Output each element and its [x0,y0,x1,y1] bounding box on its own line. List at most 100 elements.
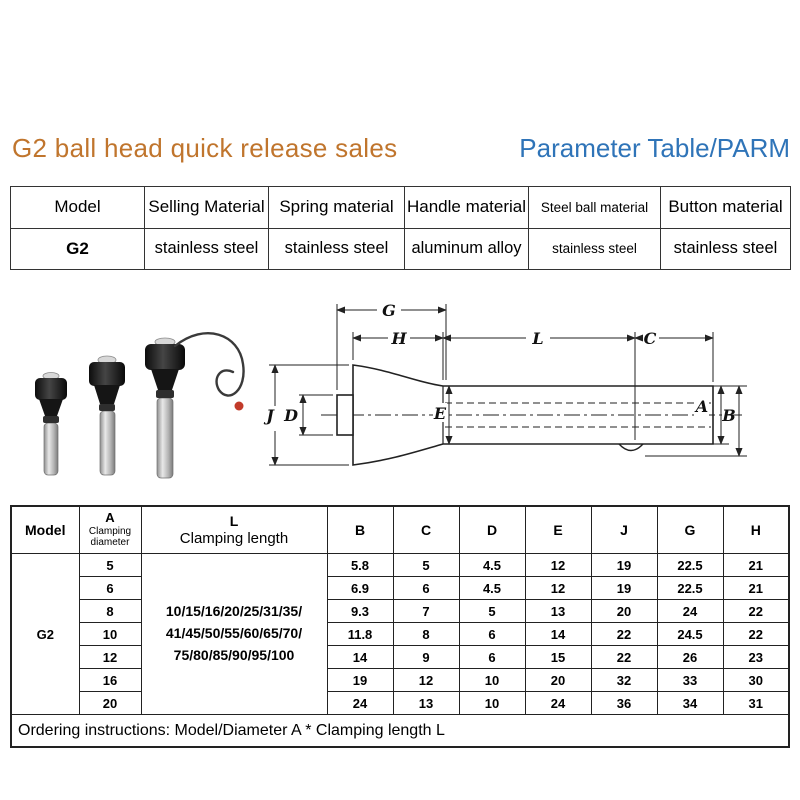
table-header-row: Model A Clamping diameter L Clamping len… [10,505,790,554]
table-row: 8 9.3 7 5 13 20 24 22 [11,599,790,623]
table-cell: stainless steel [144,227,269,270]
ordering-instructions-row: Ordering instructions: Model/Diameter A … [10,714,790,748]
table-row: 20 24 13 10 24 36 34 31 [11,691,790,715]
column-header-spring: Spring material [268,186,405,229]
cell-c: 13 [392,691,460,715]
table-cell: stainless steel [528,227,661,270]
cell-a: 8 [78,599,142,623]
cell-a: 20 [78,691,142,715]
lanyard-tag [234,401,244,411]
cell-e: 15 [524,645,592,669]
dim-label-c: C [644,329,657,348]
column-header-d: D [458,505,526,554]
table-row: 10 11.8 8 6 14 22 24.5 22 [11,622,790,646]
table-row: 12 14 9 6 15 22 26 23 [11,645,790,669]
pin-small [35,372,67,476]
cell-e: 14 [524,622,592,646]
page-header: G2 ball head quick release sales Paramet… [12,133,790,164]
parameters-table: Model A Clamping diameter L Clamping len… [10,505,790,748]
cell-h: 22 [722,599,790,623]
cell-a: 12 [78,645,142,669]
cell-d: 6 [458,622,526,646]
column-header-steel-ball: Steel ball material [528,186,661,229]
cell-d: 6 [458,645,526,669]
column-header-b: B [326,505,394,554]
model-value: G2 [10,227,145,270]
table-row: G2 5 10/15/16/20/25/31/35/ 41/45/50/55/6… [10,553,790,715]
column-header-h: H [722,505,790,554]
table-cell: aluminum alloy [404,227,529,270]
column-header-model: Model [10,186,145,229]
column-header-handle: Handle material [404,186,529,229]
cell-a: 6 [78,576,142,600]
cell-b: 6.9 [326,576,394,600]
cell-b: 9.3 [326,599,394,623]
cell-d: 10 [458,668,526,692]
cell-e: 12 [524,576,592,600]
table-row: G2 stainless steel stainless steel alumi… [10,227,791,270]
column-header-a: A Clamping diameter [78,505,142,554]
cell-h: 23 [722,645,790,669]
cell-b: 24 [326,691,394,715]
cell-c: 6 [392,576,460,600]
cell-c: 5 [392,553,460,577]
column-header-selling: Selling Material [144,186,269,229]
cell-g: 24 [656,599,724,623]
cell-g: 22.5 [656,576,724,600]
cell-e: 20 [524,668,592,692]
cell-e: 12 [524,553,592,577]
page-subtitle: Parameter Table/PARM [519,133,790,163]
cell-b: 19 [326,668,394,692]
cell-g: 24.5 [656,622,724,646]
cell-e: 24 [524,691,592,715]
table-row: 6 6.9 6 4.5 12 19 22.5 21 [11,576,790,600]
cell-h: 22 [722,622,790,646]
cell-g: 34 [656,691,724,715]
cell-a: 10 [78,622,142,646]
column-header-model: Model [10,505,80,554]
dim-label-l: L [531,329,543,348]
cell-h: 30 [722,668,790,692]
dim-label-b: B [721,406,736,425]
cell-d: 10 [458,691,526,715]
table-cell: stainless steel [268,227,405,270]
cell-h: 21 [722,553,790,577]
table-row: Model Selling Material Spring material H… [10,186,791,229]
cell-c: 7 [392,599,460,623]
cell-j: 22 [590,622,658,646]
cell-b: 14 [326,645,394,669]
product-photo [35,332,245,479]
cell-b: 5.8 [326,553,394,577]
cell-c: 12 [392,668,460,692]
cell-h: 31 [722,691,790,715]
cell-a: 16 [78,668,142,692]
lanyard-cable [173,332,245,397]
cell-h: 21 [722,576,790,600]
cell-j: 36 [590,691,658,715]
column-header-j: J [590,505,658,554]
cell-g: 33 [656,668,724,692]
pin-outline [352,364,714,466]
cell-d: 5 [458,599,526,623]
pin-large [145,332,245,479]
dimension-diagram: G H L C J D E A B [263,301,747,466]
dim-label-g: G [382,301,396,320]
cell-d: 4.5 [458,553,526,577]
column-header-l: L Clamping length [140,505,328,554]
page-title: G2 ball head quick release sales [12,133,398,163]
dim-label-h: H [390,329,407,348]
table-row: 16 19 12 10 20 32 33 30 [11,668,790,692]
cell-j: 19 [590,576,658,600]
figure-area: G H L C J D E A B [0,290,800,490]
column-header-g: G [656,505,724,554]
cell-e: 13 [524,599,592,623]
cell-a: 5 [78,553,142,577]
column-header-button: Button material [660,186,791,229]
model-cell: G2 [10,553,80,715]
column-header-e: E [524,505,592,554]
cell-j: 22 [590,645,658,669]
dim-label-j: J [263,406,275,425]
clamping-length-cell: 10/15/16/20/25/31/35/ 41/45/50/55/60/65/… [140,553,328,715]
cell-g: 22.5 [656,553,724,577]
dim-label-e: E [433,404,447,423]
